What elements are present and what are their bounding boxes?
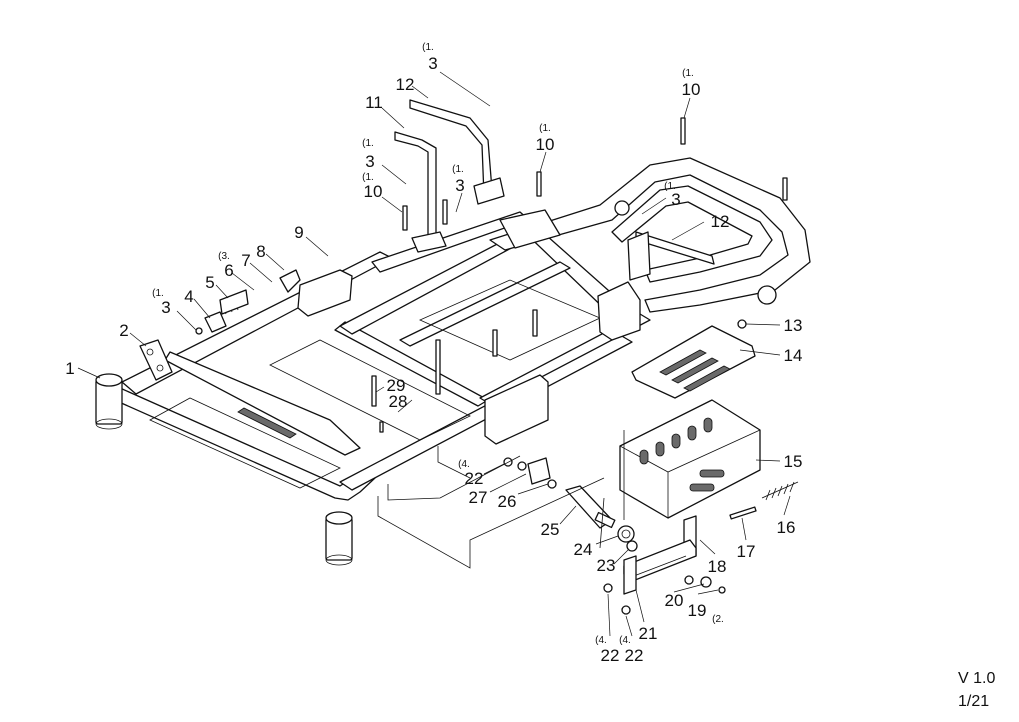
- assembly-outline: [377, 430, 625, 569]
- callout-10-rear-note: (1.: [682, 68, 694, 79]
- bracket-2: [139, 339, 173, 381]
- callout-labels: 1 2 (1. 3 4 5 6 (3. 7 8 9 (1. 3 (1. 10 1…: [65, 42, 802, 665]
- callout-22-a-note: (4.: [595, 635, 607, 646]
- caster-mount-plate: [164, 351, 361, 456]
- callout-12-top: 12: [396, 75, 415, 94]
- callout-22-c: 22: [465, 469, 484, 488]
- rear-mount-eye: [757, 285, 777, 305]
- inner-cross-rail: [399, 261, 571, 347]
- callout-3-mid: 3: [365, 152, 374, 171]
- bracket-block: [484, 374, 549, 445]
- handle-bar-12-rear: [627, 231, 715, 281]
- plate-4: [204, 311, 227, 333]
- callout-22-b: 22: [625, 646, 644, 665]
- callout-3-top-note: (1.: [422, 42, 434, 53]
- callout-3-rear: 3: [671, 190, 680, 209]
- frame-pins: [371, 117, 788, 433]
- callout-24: 24: [574, 540, 593, 559]
- callout-5: 5: [205, 273, 214, 292]
- spring-16: [761, 481, 799, 501]
- floor-plate-center: [269, 339, 471, 441]
- bearing-24: [617, 525, 635, 543]
- callout-25: 25: [541, 520, 560, 539]
- callout-10-center: 10: [536, 135, 555, 154]
- callout-14: 14: [784, 346, 803, 365]
- nut-23: [626, 540, 638, 552]
- callout-6: 6: [224, 261, 233, 280]
- pivot-27: [503, 457, 551, 485]
- callout-3-top: 3: [428, 54, 437, 73]
- side-bracket-block: [597, 281, 641, 341]
- callout-18: 18: [708, 557, 727, 576]
- bolt-3-left: [195, 327, 203, 335]
- pin-17: [729, 506, 757, 520]
- callout-10-mid: 10: [364, 182, 383, 201]
- main-frame: [95, 117, 811, 566]
- callout-21: 21: [639, 624, 658, 643]
- callout-10-center-note: (1.: [539, 123, 551, 134]
- callout-3-rear-note: (1.: [664, 181, 676, 192]
- upright-handle-12-front: [409, 99, 505, 205]
- callout-4: 4: [184, 287, 193, 306]
- front-bracket-9: [297, 269, 353, 317]
- callout-7: 7: [241, 251, 250, 270]
- arm-25: [565, 485, 616, 529]
- callout-19: 19: [688, 601, 707, 620]
- callout-7-note: (3.: [218, 251, 230, 262]
- callout-3-center-note: (1.: [452, 164, 464, 175]
- washer-20: [700, 576, 712, 588]
- callout-3-mid-note: (1.: [362, 138, 374, 149]
- callout-26: 26: [498, 492, 517, 511]
- callout-17: 17: [737, 542, 756, 561]
- callout-12-rear: 12: [711, 212, 730, 231]
- callout-29: 29: [387, 376, 406, 395]
- callout-9: 9: [294, 223, 303, 242]
- callout-3: 3: [161, 298, 170, 317]
- spring-5: [219, 289, 249, 315]
- callout-19-note: (2.: [712, 614, 724, 625]
- bracket-21: [623, 539, 697, 595]
- callout-15: 15: [784, 452, 803, 471]
- bolt-19: [718, 586, 726, 594]
- nut-22-a: [684, 575, 694, 585]
- callout-3-center: 3: [455, 176, 464, 195]
- footrest-plate-14-slots: [659, 349, 731, 392]
- footrest-plate-14: [631, 325, 756, 399]
- callout-3-note: (1.: [152, 288, 164, 299]
- callout-27: 27: [469, 488, 488, 507]
- callout-22-b-note: (4.: [619, 635, 631, 646]
- rear-pivot-boss: [614, 200, 630, 216]
- nut-22-c: [621, 605, 631, 615]
- floor-plate-left: [149, 397, 341, 489]
- rear-bracket-block: [499, 209, 561, 249]
- callout-10-rear: 10: [682, 80, 701, 99]
- callout-22-a: 22: [601, 646, 620, 665]
- callout-28: 28: [389, 392, 408, 411]
- callout-22-c-note: (4.: [458, 459, 470, 470]
- mount-plate-slot: [237, 407, 297, 439]
- callout-20: 20: [665, 591, 684, 610]
- callout-11: 11: [365, 93, 383, 112]
- callout-16: 16: [777, 518, 796, 537]
- rear-loop-inner: [611, 185, 773, 283]
- nut-22-b: [603, 583, 613, 593]
- version-label: V 1.0: [958, 670, 996, 687]
- leader-lines: [77, 71, 791, 637]
- lever-8: [279, 269, 301, 293]
- callout-1: 1: [65, 359, 74, 378]
- page-number: 1/21: [958, 693, 990, 710]
- footrest-pan-15: [619, 399, 761, 519]
- caster-tube-right: [325, 511, 353, 566]
- callout-13: 13: [784, 316, 803, 335]
- washer-26: [547, 479, 557, 489]
- nut-13: [737, 319, 747, 329]
- upright-handle-11: [394, 131, 447, 253]
- callout-23: 23: [597, 556, 616, 575]
- caster-tube-left: [95, 373, 123, 430]
- callout-10-mid-note: (1.: [362, 172, 374, 183]
- callout-2: 2: [119, 321, 128, 340]
- callout-8: 8: [256, 242, 265, 261]
